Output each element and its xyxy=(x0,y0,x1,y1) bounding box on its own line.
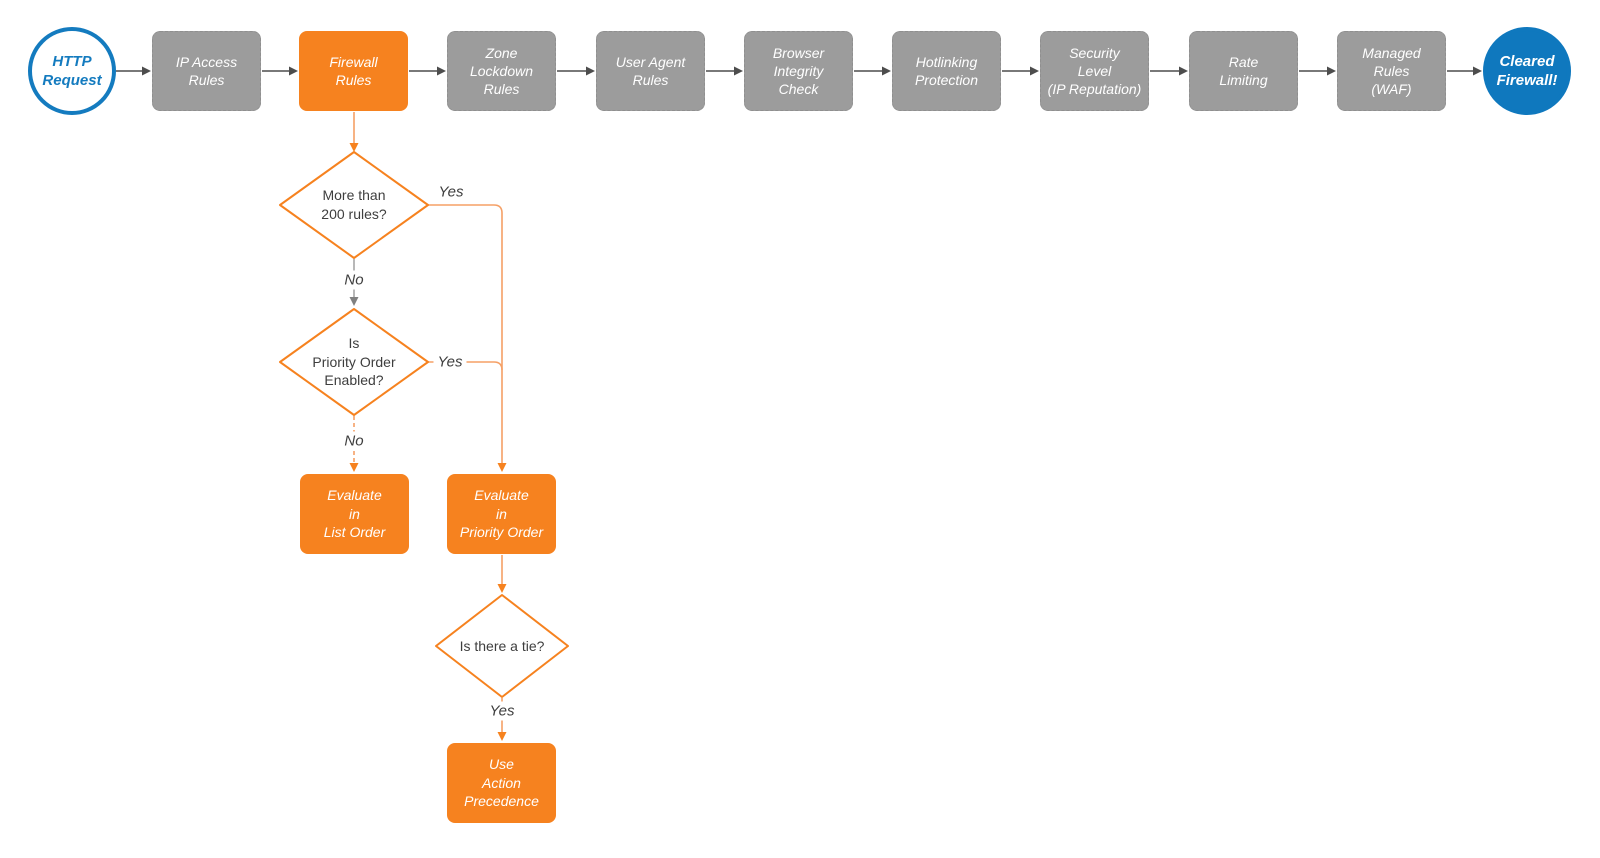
edge-yes-200-rules xyxy=(428,204,507,472)
edge-label-yes-tie: Yes xyxy=(485,701,519,721)
edge-label-yes-200-rules: Yes xyxy=(438,183,464,201)
decision-priority-order-enabled: Is Priority Order Enabled? xyxy=(312,334,396,389)
action-evaluate-priority-order: Evaluate in Priority Order xyxy=(447,474,556,554)
decision-shape-more-than-200-rules xyxy=(279,151,429,259)
decision-is-there-a-tie: Is there a tie? xyxy=(459,637,545,654)
node-hotlinking-protection: Hotlinking Protection xyxy=(892,31,1001,111)
node-rate-limiting: Rate Limiting xyxy=(1189,31,1298,111)
node-user-agent-rules: User Agent Rules xyxy=(596,31,705,111)
node-security-level: Security Level (IP Reputation) xyxy=(1040,31,1149,111)
node-browser-integrity-check: Browser Integrity Check xyxy=(744,31,853,111)
node-http-request: HTTP Request xyxy=(28,27,116,115)
decision-shape-is-there-a-tie xyxy=(435,594,569,698)
edge-label-no-priority-order: No xyxy=(340,431,368,451)
edge-label-no-200-rules: No xyxy=(340,270,368,290)
node-ip-access-rules: IP Access Rules xyxy=(152,31,261,111)
node-managed-rules-waf: Managed Rules (WAF) xyxy=(1337,31,1446,111)
decision-more-than-200-rules: More than 200 rules? xyxy=(321,187,387,222)
decision-shape-priority-order-enabled xyxy=(279,308,429,416)
edge-yes-priority-order xyxy=(428,361,503,371)
action-evaluate-list-order: Evaluate in List Order xyxy=(300,474,409,554)
edge-label-yes-priority-order: Yes xyxy=(433,352,467,372)
node-firewall-rules: Firewall Rules xyxy=(299,31,408,111)
action-use-action-precedence: Use Action Precedence xyxy=(447,743,556,823)
node-zone-lockdown-rules: Zone Lockdown Rules xyxy=(447,31,556,111)
node-cleared-firewall: Cleared Firewall! xyxy=(1483,27,1571,115)
